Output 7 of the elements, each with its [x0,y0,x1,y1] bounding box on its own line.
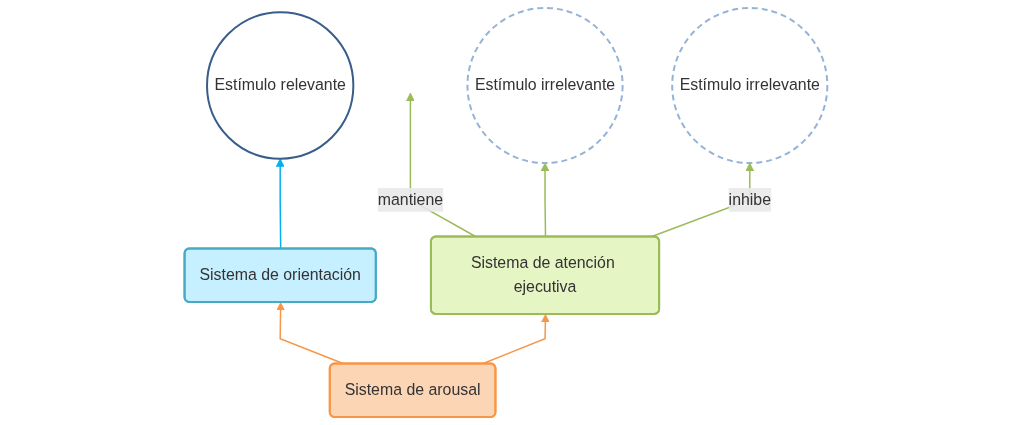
node-circle: Estímulo irrelevante [670,6,828,165]
arrow [540,162,549,238]
node-circle: Estímulo irrelevante [466,6,624,165]
edge-label: inhibe [728,190,771,208]
arrow [275,158,285,250]
edge-label: mantiene [377,190,443,208]
node-circle: Estímulo relevante [205,11,354,160]
